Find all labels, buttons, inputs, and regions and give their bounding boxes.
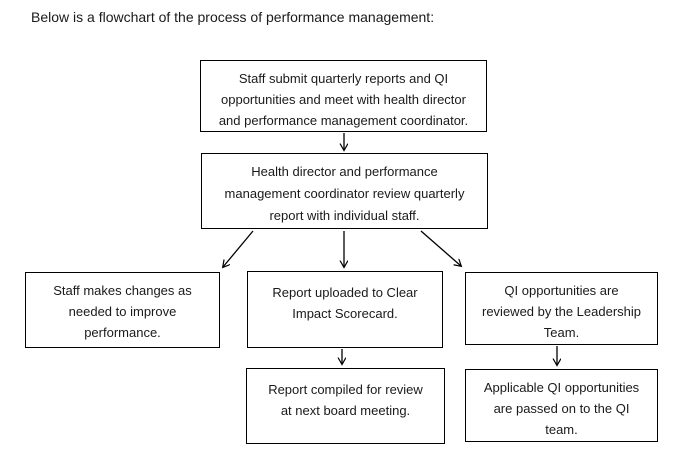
- flow-box-qi-reviewed: QI opportunities are reviewed by the Lea…: [465, 272, 658, 345]
- flow-box-staff-changes: Staff makes changes as needed to improve…: [25, 272, 220, 348]
- arrow-review-to-changes: [223, 230, 254, 267]
- flow-box-qi-passed-on: Applicable QI opportunities are passed o…: [465, 369, 658, 442]
- flow-box-report-compiled: Report compiled for review at next board…: [246, 368, 445, 444]
- page-title: Below is a flowchart of the process of p…: [31, 9, 435, 25]
- flow-box-director-review: Health director and performance manageme…: [201, 153, 488, 229]
- arrow-review-to-qi: [420, 230, 461, 266]
- flow-box-report-uploaded: Report uploaded to Clear Impact Scorecar…: [247, 271, 443, 348]
- flow-box-staff-submit: Staff submit quarterly reports and QI op…: [200, 60, 487, 132]
